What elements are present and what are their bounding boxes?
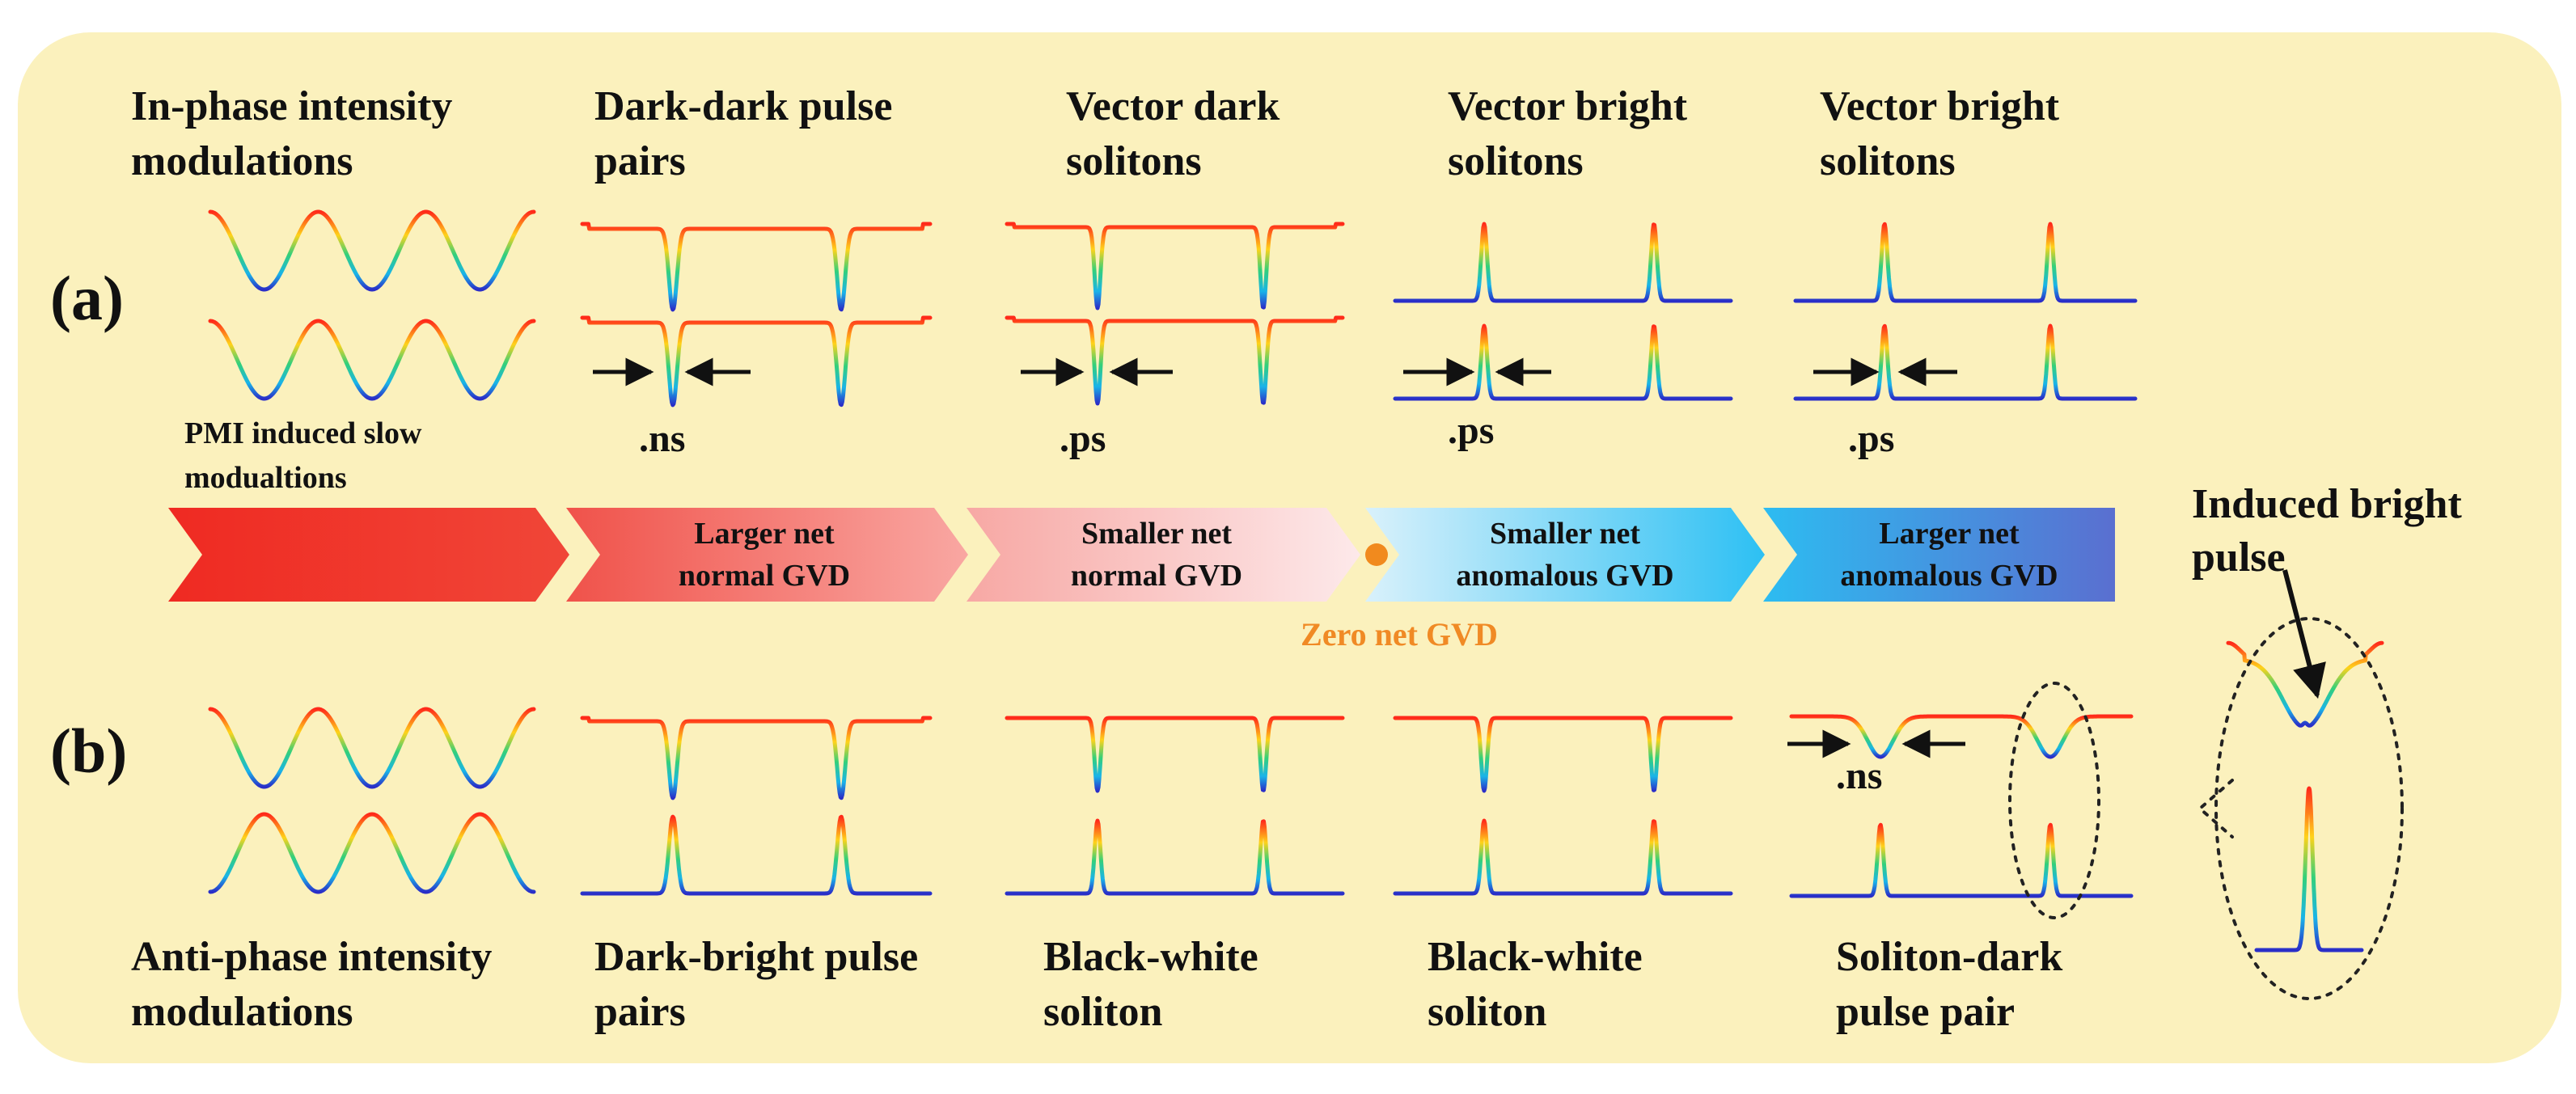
trace-bw2-upper (1393, 716, 1733, 793)
trace-soldark-lower (1789, 822, 2134, 898)
trace-darkbright-lower (580, 814, 933, 896)
zoom-callout (2197, 779, 2234, 838)
trace-vdark-lower (1005, 315, 1345, 406)
panel-label-b: (b) (50, 716, 127, 786)
trace-vbright1-lower (1393, 323, 1733, 401)
width-label-ns: .ns (639, 417, 685, 460)
trace-darkdark-lower (580, 315, 933, 408)
panel-label-a: (a) (50, 263, 124, 333)
trace-vbright2-lower (1793, 323, 2138, 401)
zero-gvd-dot (1365, 543, 1388, 566)
trace-bw1-upper (1005, 716, 1345, 793)
zoom-ellipse (2214, 617, 2404, 1000)
width-label-ps-3: .ps (1848, 417, 1894, 460)
width-label-ps-1: .ps (1060, 417, 1106, 460)
width-label-ns-bottom: .ns (1836, 754, 1882, 797)
trace-soldark-upper (1789, 714, 2134, 759)
gvd-arrow-1 (168, 508, 569, 602)
gvd-arrow-5 (1763, 508, 2115, 602)
trace-vbright1-upper (1393, 222, 1733, 303)
trace-antiphase-lower (208, 812, 536, 894)
trace-bw1-lower (1005, 818, 1345, 896)
trace-darkdark-upper (580, 222, 933, 312)
trace-inphase-lower (208, 319, 536, 401)
width-label-ps-2: .ps (1448, 409, 1494, 452)
trace-bw2-lower (1393, 818, 1733, 896)
highlight-ellipse (2008, 682, 2100, 919)
waveform-traces (208, 209, 2384, 952)
trace-vbright2-upper (1793, 222, 2138, 303)
trace-zoom-lower (2254, 786, 2364, 952)
gvd-arrow-bar (168, 508, 2115, 602)
trace-vdark-upper (1005, 222, 1345, 310)
zero-gvd-label: Zero net GVD (1301, 616, 1498, 653)
trace-inphase-upper (208, 209, 536, 292)
trace-darkbright-upper (580, 716, 933, 800)
induced-arrow (2282, 569, 2326, 699)
gvd-arrow-3 (967, 508, 1360, 602)
gvd-arrow-4 (1365, 508, 1765, 602)
trace-antiphase-upper (208, 707, 536, 789)
trace-zoom-upper (2226, 640, 2384, 728)
width-indicators (593, 357, 1965, 758)
gvd-arrow-2 (566, 508, 968, 602)
